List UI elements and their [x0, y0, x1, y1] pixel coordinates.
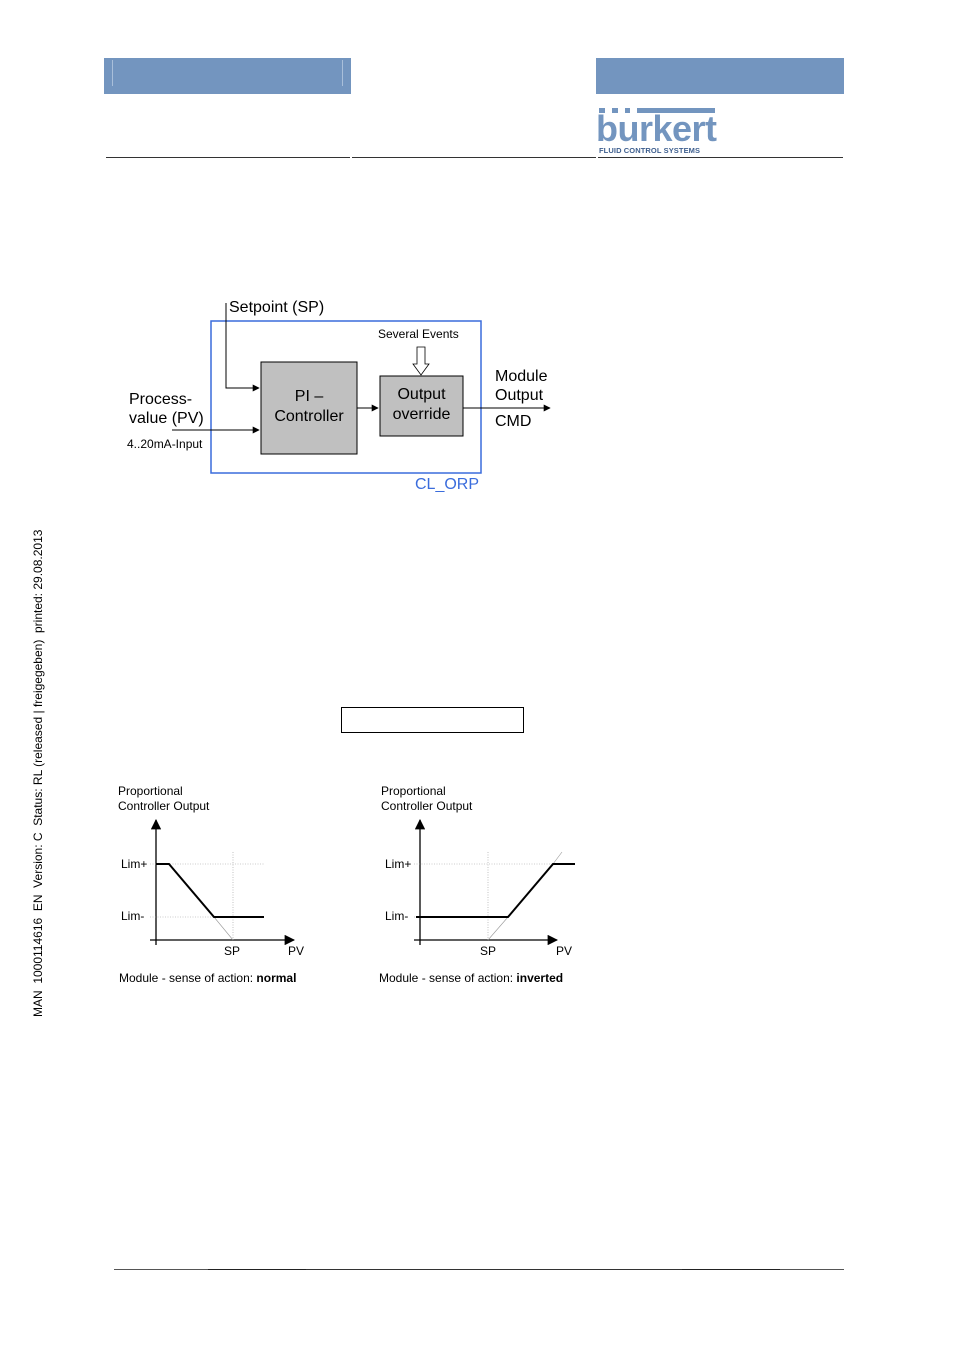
sense-chart-normal-svg [150, 818, 296, 946]
footer-rule-5 [780, 1269, 844, 1270]
module-output-label-line1: Module [495, 368, 548, 385]
lim-plus-label: Lim+ [121, 857, 148, 871]
sense-chart-normal: Proportional Controller Output Lim+ Lim-… [118, 784, 305, 985]
pi-controller-block [260, 361, 358, 455]
ylabel-line1: Proportional [118, 784, 183, 798]
company-logo: burkert [596, 108, 717, 149]
sp-label: SP [480, 944, 497, 958]
lim-minus-label: Lim- [121, 909, 145, 923]
ylabel-line1: Proportional [381, 784, 446, 798]
override-label-line1: Output [397, 386, 446, 403]
ylabel-line2: Controller Output [381, 799, 473, 813]
input-label: 4..20mA-Input [127, 437, 203, 451]
caption-mode: inverted [516, 971, 564, 985]
pv-label: PV [288, 944, 305, 958]
footer-rule-4 [682, 1269, 780, 1270]
header-rule-middle [352, 157, 596, 158]
pv-label: PV [556, 944, 573, 958]
header-rule-right [598, 157, 843, 158]
lim-plus-label: Lim+ [385, 857, 412, 871]
cmd-label: CMD [495, 413, 532, 430]
module-output-label-line2: Output [495, 387, 544, 404]
process-label-line1: Process- [129, 391, 193, 408]
output-override-block [379, 375, 464, 437]
caption-inverted: Module - sense of action: inverted [379, 971, 563, 985]
company-tagline: FLUID CONTROL SYSTEMS [599, 146, 701, 155]
block-diagram-svg [172, 303, 551, 474]
output-curve [416, 863, 575, 918]
footer-rule-2 [208, 1269, 306, 1270]
header-bar-left [104, 58, 351, 94]
ylabel-line2: Controller Output [118, 799, 210, 813]
pi-label-line1: PI – [294, 388, 324, 405]
caption-prefix: Module - sense of action: [119, 971, 257, 985]
sense-chart-inverted-svg [414, 818, 575, 946]
cl-orp-frame [210, 320, 482, 474]
setpoint-arrow [225, 303, 260, 392]
sp-label: SP [224, 944, 241, 958]
header-rule-left [106, 157, 350, 158]
events-label: Several Events [378, 327, 459, 341]
events-hollow-arrow [412, 346, 430, 376]
gain-guide-low [487, 916, 509, 941]
caption-mode: normal [256, 971, 297, 985]
footer-rule-1 [114, 1269, 208, 1270]
override-label-line2: override [392, 406, 451, 423]
sense-chart-inverted: Proportional Controller Output Lim+ Lim-… [379, 784, 575, 985]
gain-guide [213, 916, 234, 941]
gain-guide-high [552, 851, 563, 865]
caption-prefix: Module - sense of action: [379, 971, 517, 985]
footer-rule-3 [306, 1269, 682, 1270]
setpoint-label: Setpoint (SP) [229, 299, 325, 316]
lim-minus-label: Lim- [385, 909, 409, 923]
header-bar-right [596, 58, 844, 94]
pi-label-line2: Controller [274, 408, 344, 425]
block-diagram: Setpoint (SP) Several Events Process- va… [0, 0, 954, 520]
caption-normal: Module - sense of action: normal [119, 971, 296, 985]
empty-caption-box [341, 707, 524, 733]
output-curve [156, 863, 264, 918]
process-label-line2: value (PV) [129, 410, 204, 427]
cl-orp-label: CL_ORP [415, 476, 480, 493]
